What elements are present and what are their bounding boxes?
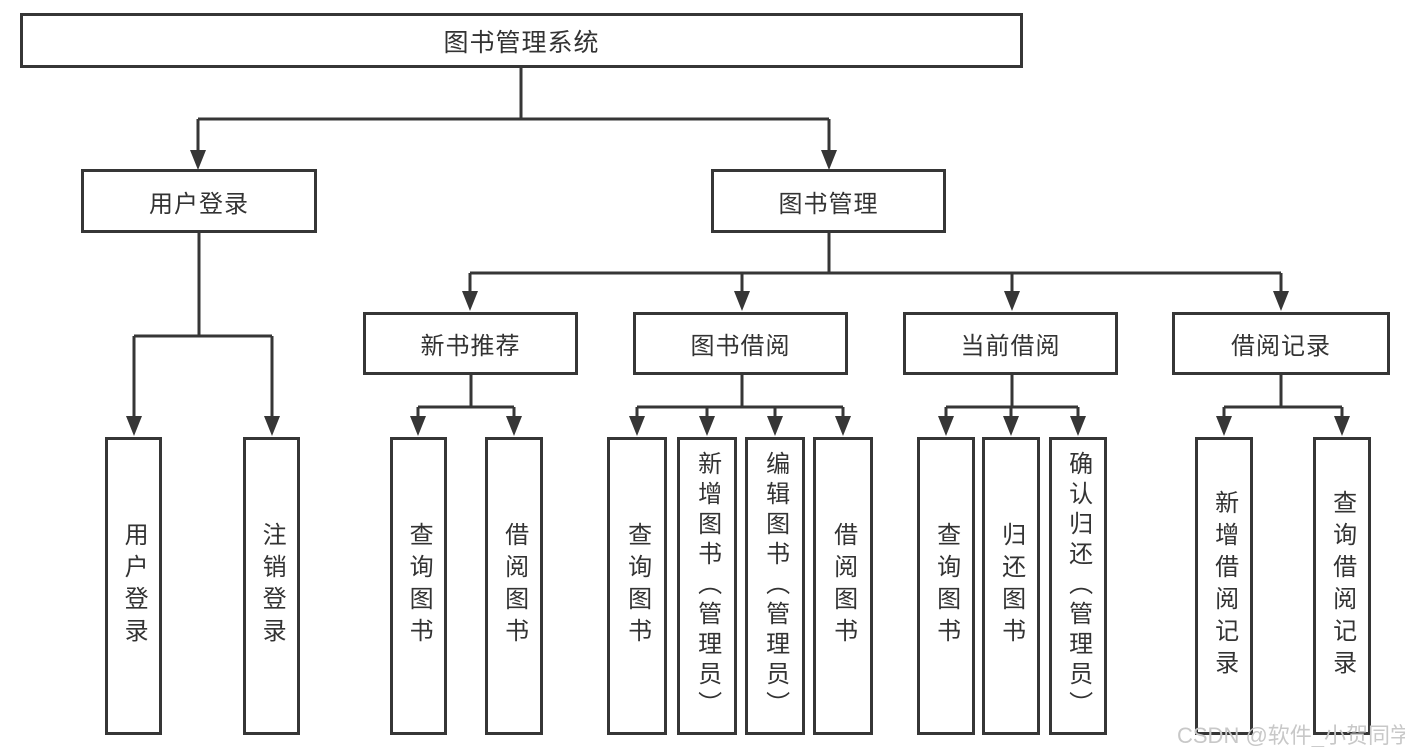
node-label: 当前借阅 xyxy=(960,333,1061,360)
arrowhead xyxy=(835,416,851,436)
node-label: 用户登录 xyxy=(120,522,148,650)
node-label: 图书管理 xyxy=(778,190,879,218)
arrowhead xyxy=(1003,416,1019,436)
node-label: 编辑图书（管理员） xyxy=(761,451,789,721)
arrowhead xyxy=(1273,291,1289,311)
leaf-query-books-current: 查询图书 xyxy=(917,437,975,735)
arrowhead xyxy=(938,416,954,436)
node-label: 查询图书 xyxy=(932,522,960,650)
leaf-borrow-books-newbook: 借阅图书 xyxy=(485,437,543,735)
node-book-management: 图书管理 xyxy=(711,169,946,233)
connector-root-to-level2 xyxy=(190,66,837,170)
node-label: 借阅图书 xyxy=(829,522,857,650)
arrowhead xyxy=(629,416,645,436)
node-current-borrowing: 当前借阅 xyxy=(903,312,1118,375)
leaf-query-books-borrow: 查询图书 xyxy=(607,437,667,735)
node-label: 新书推荐 xyxy=(420,333,521,360)
node-label: 归还图书 xyxy=(997,522,1025,650)
node-label: 用户登录 xyxy=(149,190,249,218)
connector-book-management-children xyxy=(462,231,1289,311)
node-label: 借阅记录 xyxy=(1231,333,1331,360)
node-label: 注销登录 xyxy=(258,522,286,650)
node-label: 确认归还（管理员） xyxy=(1064,451,1092,721)
leaf-confirm-return-admin: 确认归还（管理员） xyxy=(1049,437,1107,735)
node-label: 图书借阅 xyxy=(690,333,791,360)
leaf-query-borrow-record: 查询借阅记录 xyxy=(1313,437,1371,735)
leaf-query-books-newbook: 查询图书 xyxy=(390,437,447,735)
leaf-add-borrow-record: 新增借阅记录 xyxy=(1195,437,1253,735)
node-library-system: 图书管理系统 xyxy=(20,13,1023,68)
leaf-logout-login: 注销登录 xyxy=(243,437,300,735)
connector-book-borrow-children xyxy=(629,375,851,436)
leaf-add-books-admin: 新增图书（管理员） xyxy=(677,437,737,735)
arrowhead xyxy=(462,291,478,311)
arrowhead xyxy=(1216,416,1232,436)
arrowhead xyxy=(734,291,750,311)
arrowhead xyxy=(821,150,837,170)
arrowhead xyxy=(1334,416,1350,436)
node-label: 查询图书 xyxy=(623,522,651,650)
connector-new-book-children xyxy=(410,375,522,436)
leaf-borrow-books-borrow: 借阅图书 xyxy=(813,437,873,735)
arrowhead xyxy=(264,416,280,436)
node-label: 新增图书（管理员） xyxy=(693,451,721,721)
node-new-book-recommendation: 新书推荐 xyxy=(363,312,578,375)
node-label: 查询借阅记录 xyxy=(1328,490,1356,682)
node-borrowing-records: 借阅记录 xyxy=(1172,312,1390,375)
node-label: 新增借阅记录 xyxy=(1210,490,1238,682)
arrowhead xyxy=(767,416,783,436)
arrowhead xyxy=(1004,291,1020,311)
node-user-login: 用户登录 xyxy=(81,169,317,233)
csdn-watermark: CSDN @软件_小贺同学 xyxy=(1177,723,1405,747)
connector-borrow-records-children xyxy=(1216,375,1350,436)
arrowhead xyxy=(410,416,426,436)
node-book-borrowing: 图书借阅 xyxy=(633,312,848,375)
arrowhead xyxy=(699,416,715,436)
node-label: 查询图书 xyxy=(405,522,433,650)
arrowhead xyxy=(126,416,142,436)
node-label: 借阅图书 xyxy=(500,522,528,650)
connector-current-borrow-children xyxy=(938,375,1086,436)
arrowhead xyxy=(190,150,206,170)
leaf-user-login: 用户登录 xyxy=(105,437,162,735)
connector-user-login-children xyxy=(126,231,280,436)
arrowhead xyxy=(506,416,522,436)
node-label: 图书管理系统 xyxy=(443,28,600,57)
leaf-edit-books-admin: 编辑图书（管理员） xyxy=(745,437,805,735)
leaf-return-books: 归还图书 xyxy=(982,437,1040,735)
arrowhead xyxy=(1070,416,1086,436)
